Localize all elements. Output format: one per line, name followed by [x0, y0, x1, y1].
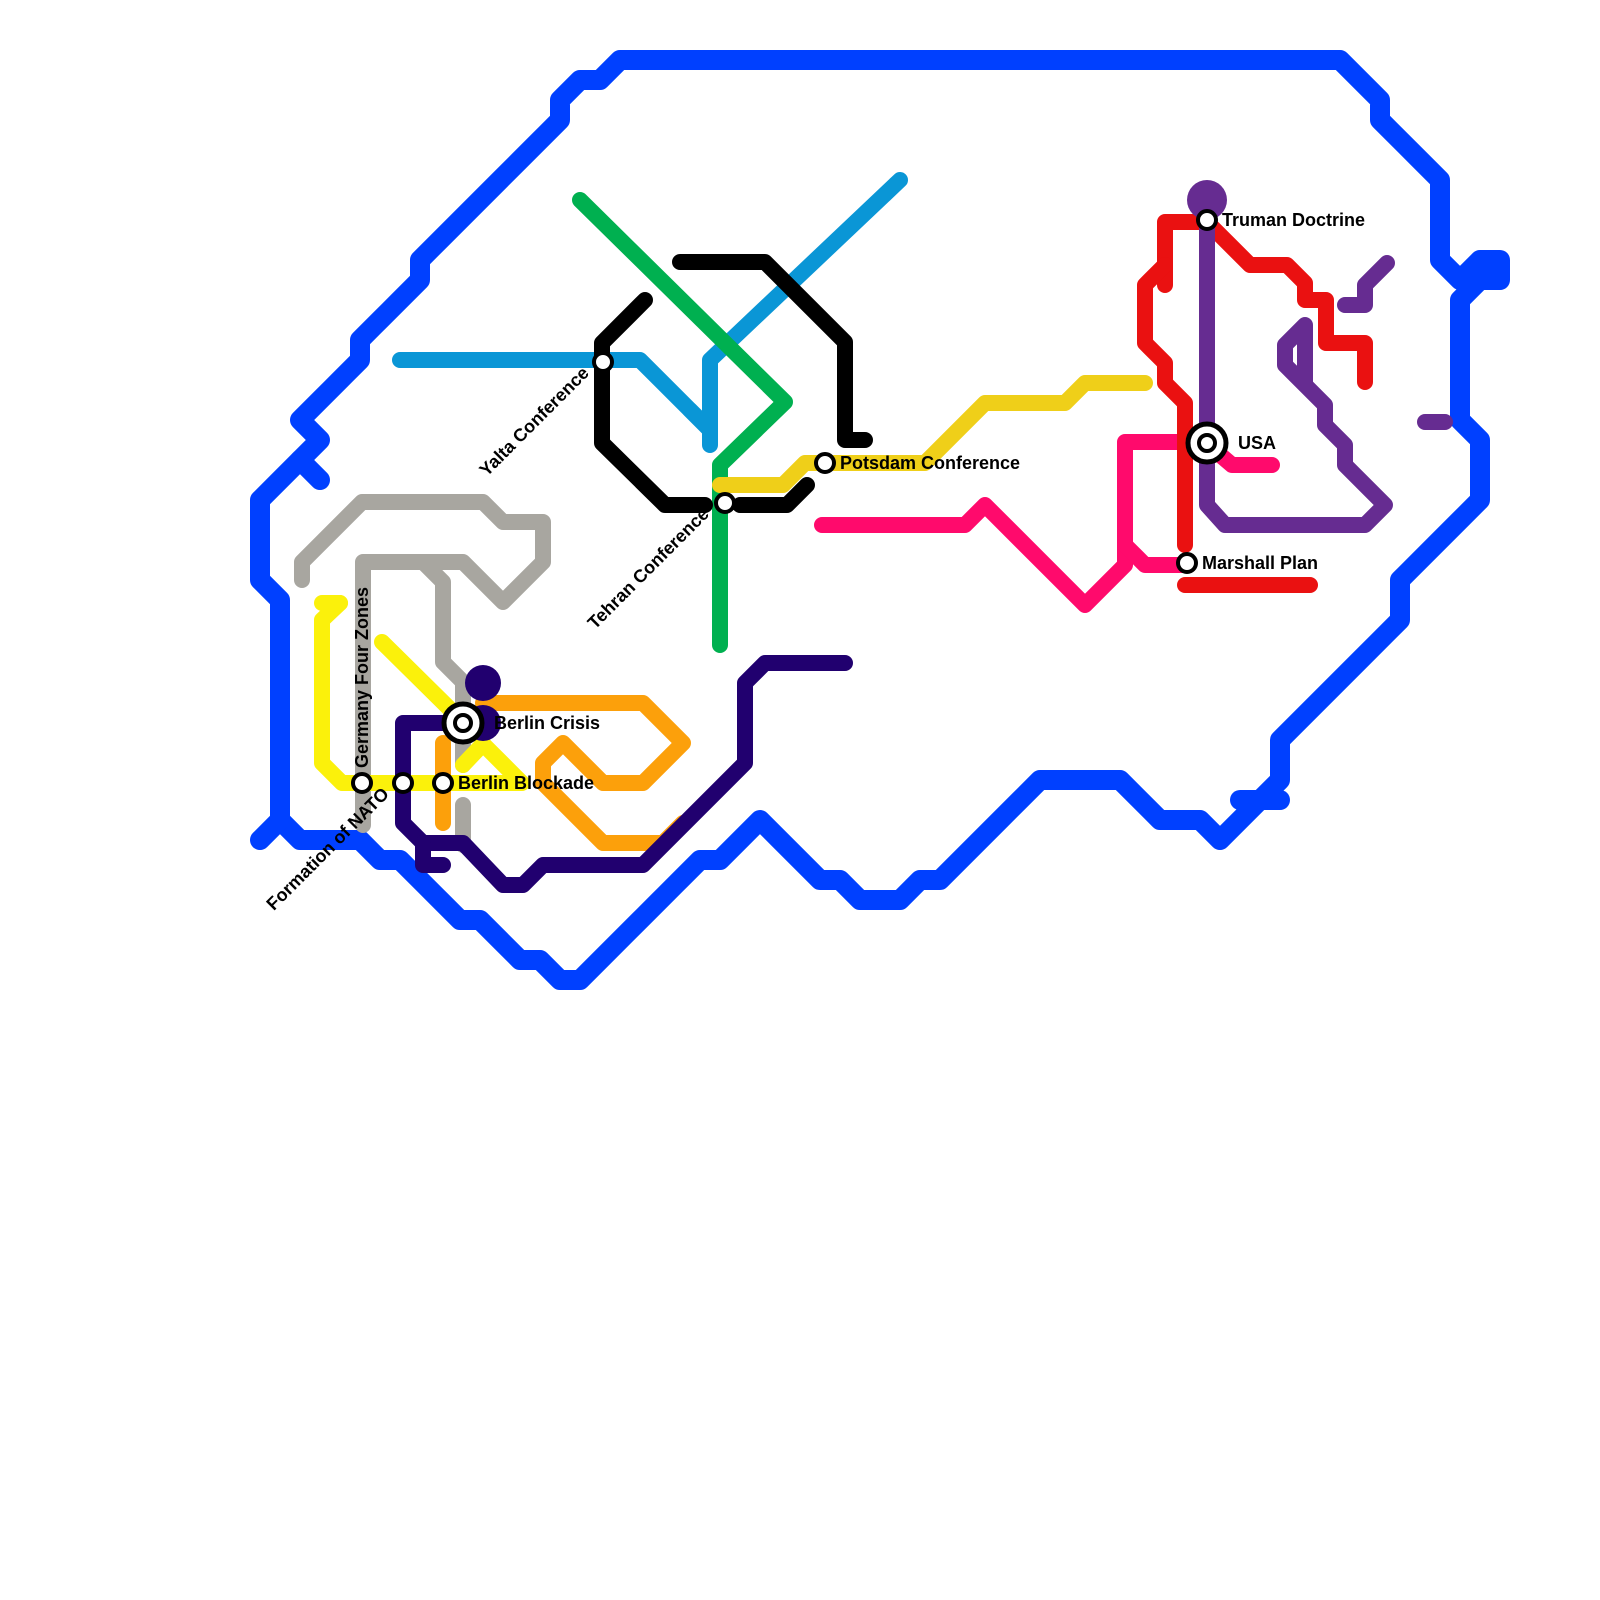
yellow-line	[314, 595, 530, 791]
station-label: Tehran Conference	[584, 504, 713, 633]
indigo-line-spur	[415, 835, 451, 873]
sky-line-spur	[682, 402, 718, 453]
black-line-east	[732, 477, 815, 513]
station-label: Berlin Crisis	[494, 713, 600, 733]
station-label: USA	[1238, 433, 1276, 453]
station-tehran-conference[interactable]: Tehran Conference	[584, 492, 736, 633]
green-line	[572, 192, 793, 653]
station-usa[interactable]: USA	[1185, 421, 1276, 465]
station-label: Potsdam Conference	[840, 453, 1020, 473]
station-icon	[392, 772, 414, 794]
station-icon	[1176, 552, 1198, 574]
interchange-icon-inner	[453, 713, 473, 733]
station-icon	[432, 772, 454, 794]
station-icon	[351, 772, 373, 794]
red-line	[1157, 214, 1373, 390]
red-line-west	[1137, 257, 1193, 553]
gold-line	[712, 375, 1153, 493]
station-berlin-blockade[interactable]: Berlin Blockade	[432, 772, 594, 794]
station-yalta-conference[interactable]: Yalta Conference	[475, 351, 614, 480]
black-line-loop	[594, 292, 713, 513]
station-label: Truman Doctrine	[1222, 210, 1365, 230]
purple-line	[1199, 194, 1393, 533]
purple-terminus-icon	[1187, 180, 1227, 220]
indigo-line	[395, 655, 853, 893]
station-icon	[1196, 209, 1218, 231]
black-line	[672, 254, 873, 448]
station-marshall-plan[interactable]: Marshall Plan	[1176, 552, 1318, 574]
station-label: Yalta Conference	[475, 363, 592, 480]
station-label: Marshall Plan	[1202, 553, 1318, 573]
station-icon	[714, 492, 736, 514]
station-icon	[814, 452, 836, 474]
orange-line	[475, 695, 691, 851]
station-berlin-crisis[interactable]: Berlin Crisis	[441, 701, 600, 745]
station-icon	[592, 351, 614, 373]
pink-line-spur	[1117, 537, 1193, 573]
station-label: Germany Four Zones	[352, 587, 372, 768]
blue-line	[250, 50, 1510, 990]
station-truman-doctrine[interactable]: Truman Doctrine	[1196, 209, 1365, 231]
station-germany-four-zones[interactable]: Germany Four Zones	[351, 587, 373, 794]
station-potsdam-conference[interactable]: Potsdam Conference	[814, 452, 1020, 474]
indigo-terminus-icon	[465, 665, 501, 701]
interchange-icon-inner	[1197, 433, 1217, 453]
purple-line-ne	[1337, 255, 1395, 313]
station-label: Berlin Blockade	[458, 773, 594, 793]
